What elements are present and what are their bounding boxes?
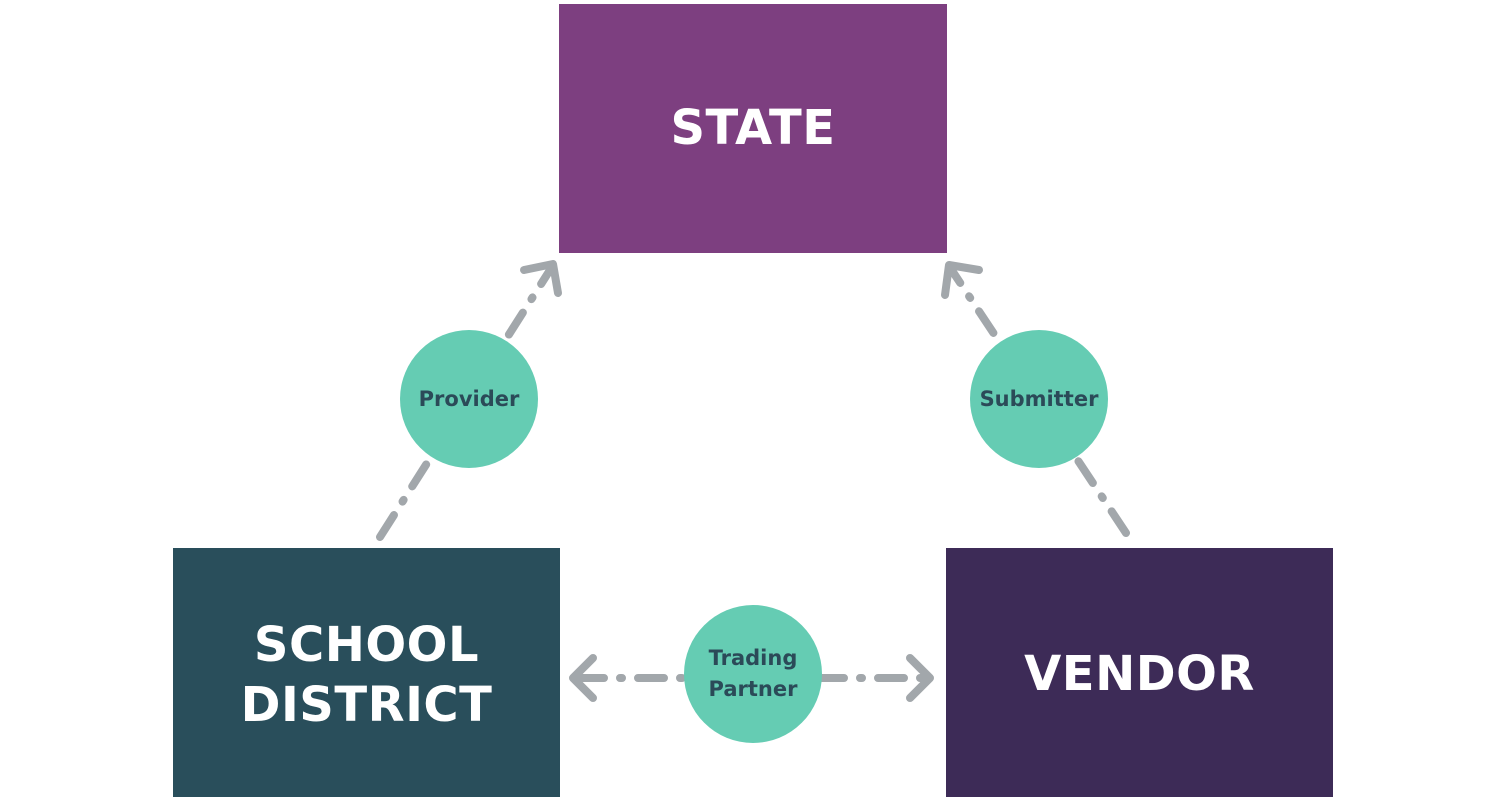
provider-arrowhead-icon xyxy=(520,260,562,297)
provider-role-circle: Provider xyxy=(400,330,538,468)
school-district-label: SCHOOL DISTRICT xyxy=(240,617,493,733)
state-box: STATE xyxy=(559,4,947,253)
submitter-connector-line xyxy=(949,268,1130,537)
vendor-label: VENDOR xyxy=(1024,645,1255,702)
trading-partner-role-label: Trading Partner xyxy=(708,646,798,701)
submitter-role-label: Submitter xyxy=(979,386,1099,411)
state-label: STATE xyxy=(670,99,836,156)
provider-role-label: Provider xyxy=(418,386,520,411)
trading-partner-role-circle: Trading Partner xyxy=(684,605,822,743)
submitter-role-circle: Submitter xyxy=(970,330,1108,468)
left-arrowhead-icon xyxy=(569,654,597,702)
vendor-box: VENDOR xyxy=(946,548,1333,797)
submitter-arrowhead-icon xyxy=(941,261,983,299)
school-district-box: SCHOOL DISTRICT xyxy=(173,548,560,797)
right-arrowhead-icon xyxy=(906,654,934,702)
